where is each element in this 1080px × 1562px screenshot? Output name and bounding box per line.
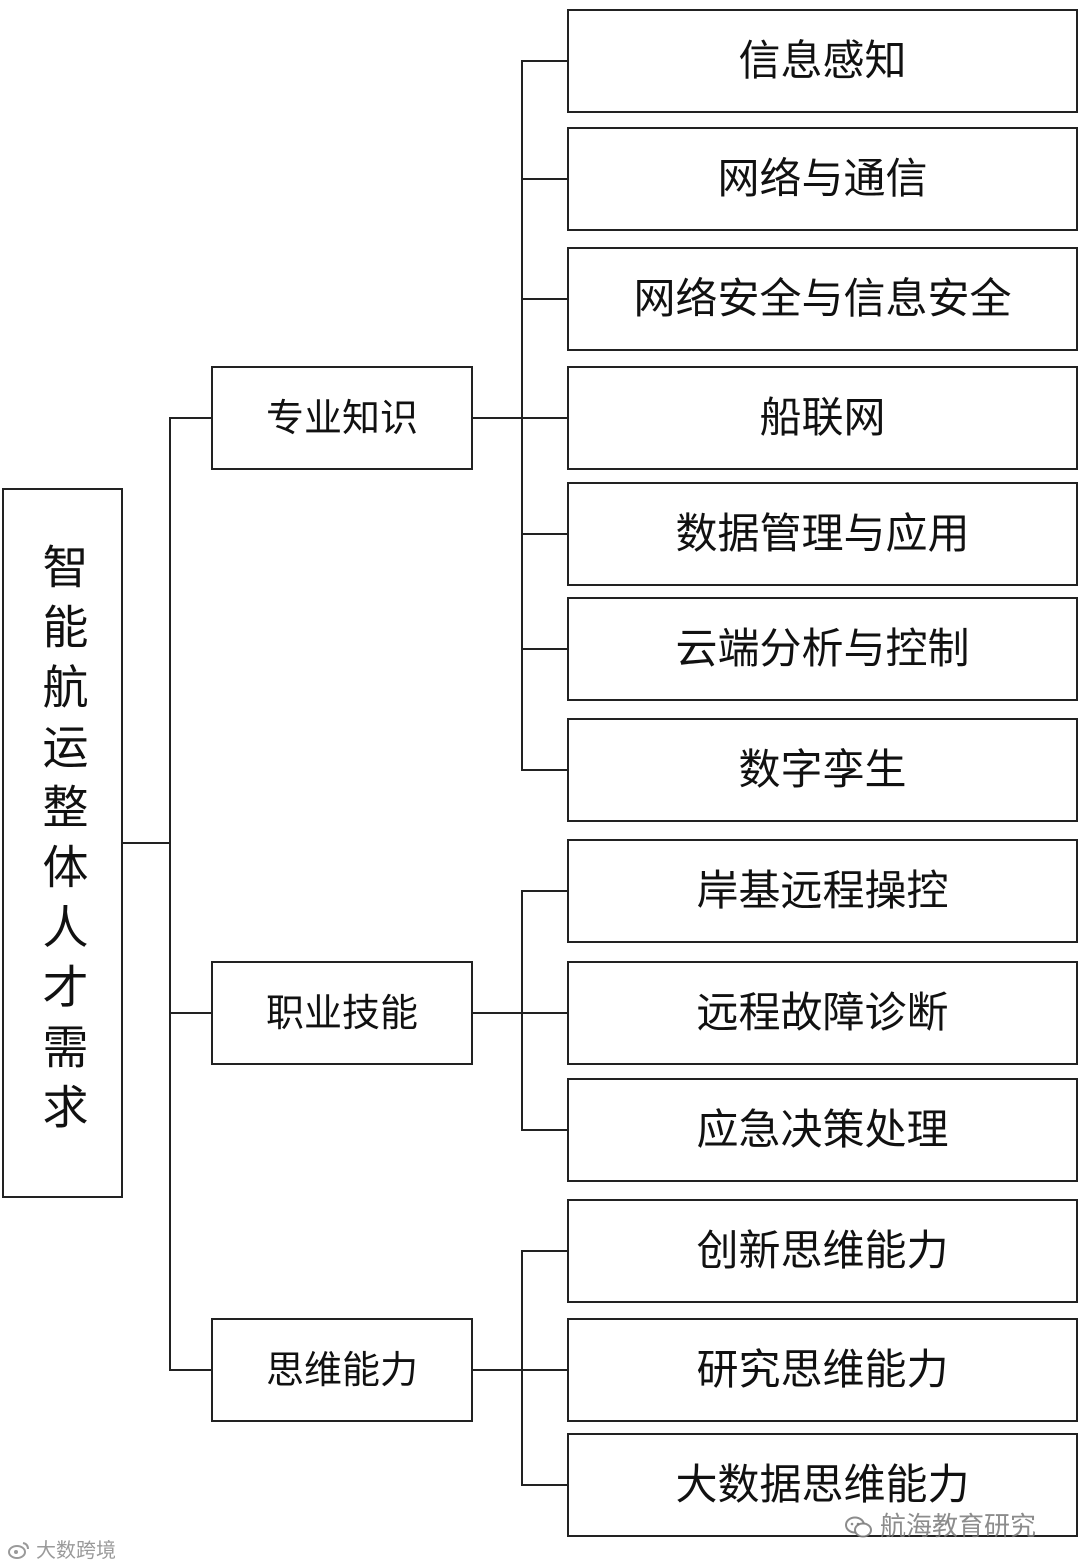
leaf-node: 远程故障诊断 xyxy=(567,961,1078,1065)
leaf-node: 船联网 xyxy=(567,366,1078,470)
leaf-node: 应急决策处理 xyxy=(567,1078,1078,1182)
leaf-label: 数字孪生 xyxy=(738,745,907,794)
category-label: 职业技能 xyxy=(265,991,418,1035)
category-label: 专业知识 xyxy=(265,396,418,440)
leaf-label: 云端分析与控制 xyxy=(675,624,970,673)
leaf-label: 远程故障诊断 xyxy=(696,988,949,1037)
leaf-node: 研究思维能力 xyxy=(567,1318,1078,1422)
leaf-label: 船联网 xyxy=(759,393,886,442)
watermark-right: 航海教育研究 xyxy=(844,1514,1036,1540)
leaf-label: 信息感知 xyxy=(738,36,907,85)
leaf-node: 网络安全与信息安全 xyxy=(567,247,1078,351)
category-label: 思维能力 xyxy=(265,1348,418,1392)
weibo-icon xyxy=(8,1542,29,1559)
watermark-right-text: 航海教育研究 xyxy=(880,1512,1037,1542)
category-node-vocational-skills: 职业技能 xyxy=(211,961,473,1065)
leaf-label: 网络与通信 xyxy=(717,154,928,203)
leaf-label: 研究思维能力 xyxy=(696,1345,949,1394)
leaf-node: 数据管理与应用 xyxy=(567,482,1078,586)
leaf-node: 岸基远程操控 xyxy=(567,839,1078,943)
leaf-node: 创新思维能力 xyxy=(567,1199,1078,1303)
root-node: 智能航运整体人才需求 xyxy=(2,488,123,1198)
leaf-label: 数据管理与应用 xyxy=(675,509,970,558)
leaf-node: 数字孪生 xyxy=(567,718,1078,822)
leaf-label: 网络安全与信息安全 xyxy=(633,274,1012,323)
root-label: 智能航运整体人才需求 xyxy=(35,543,90,1143)
leaf-node: 信息感知 xyxy=(567,9,1078,113)
watermark-left-text: 大数跨境 xyxy=(36,1538,116,1562)
leaf-node: 大数据思维能力 xyxy=(567,1433,1078,1537)
leaf-label: 应急决策处理 xyxy=(696,1105,949,1154)
leaf-node: 云端分析与控制 xyxy=(567,597,1078,701)
category-node-professional-knowledge: 专业知识 xyxy=(211,366,473,470)
leaf-node: 网络与通信 xyxy=(567,127,1078,231)
watermark-left: 大数跨境 xyxy=(8,1540,116,1560)
leaf-label: 创新思维能力 xyxy=(696,1226,949,1275)
leaf-label: 岸基远程操控 xyxy=(696,866,949,915)
category-node-thinking-ability: 思维能力 xyxy=(211,1318,473,1422)
leaf-label: 大数据思维能力 xyxy=(675,1460,970,1509)
wechat-icon xyxy=(845,1516,872,1538)
